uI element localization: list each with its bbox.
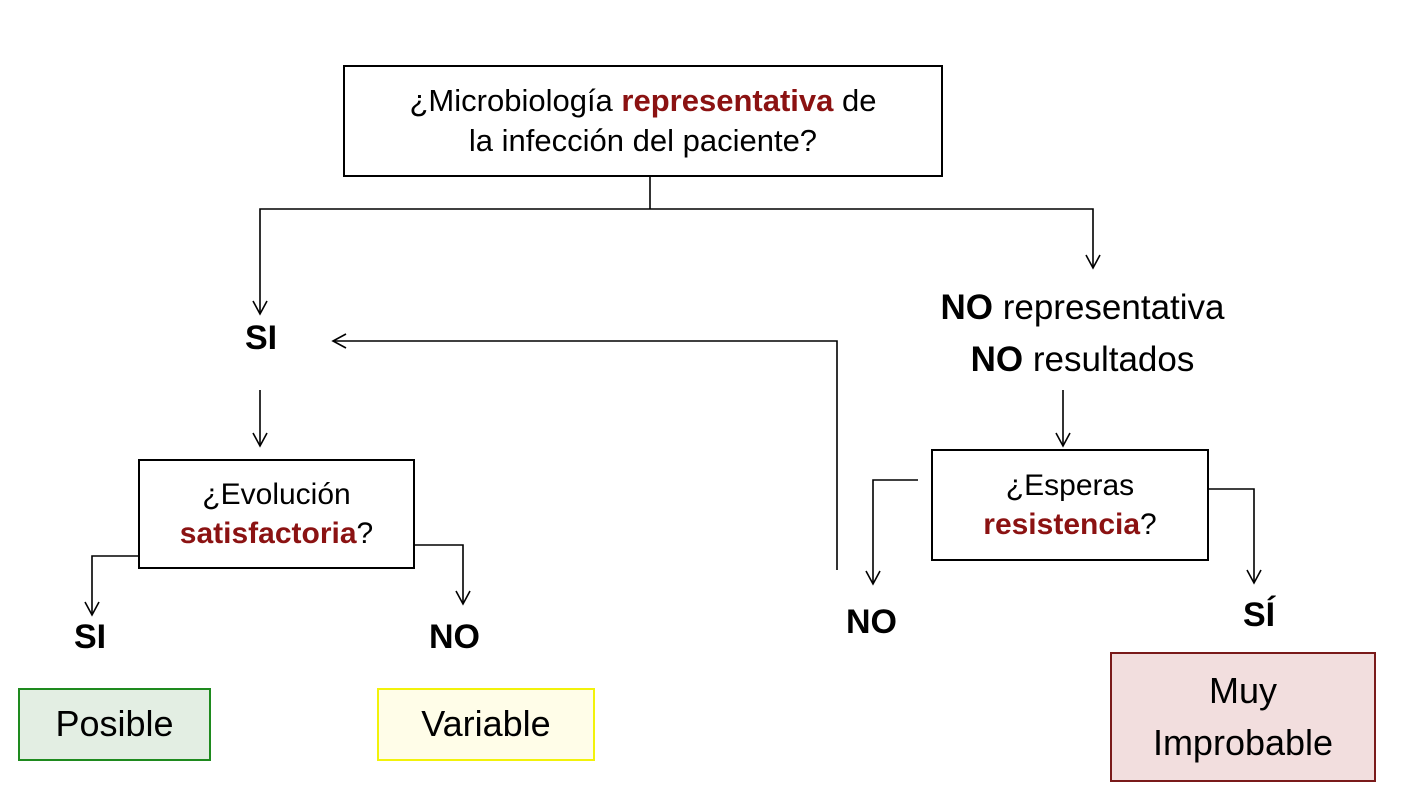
evolucion-emphasis: satisfactoria: [179, 517, 357, 550]
no-repr-bold-1: NO: [940, 287, 993, 327]
label-no-mid: NO: [846, 603, 897, 641]
label-si-main: SI: [245, 319, 278, 357]
esperas-line-2: resistencia?: [983, 505, 1156, 544]
outcome-posible: Posible: [18, 688, 211, 761]
connector-evolucion-to-no: [415, 544, 471, 606]
improbable-line-2: Improbable: [1152, 722, 1334, 763]
outcome-muy-improbable: Muy Improbable: [1110, 652, 1376, 782]
no-repr-line-2: NO resultados: [971, 334, 1195, 387]
node-no-representativa: NO representativa NO resultados: [880, 278, 1285, 390]
connector-root-to-no: [650, 208, 1101, 270]
no-repr-bold-2: NO: [970, 340, 1024, 379]
esperas-emphasis: resistencia: [983, 508, 1141, 541]
root-text-post: de: [833, 82, 877, 118]
label-no-left: NO: [429, 618, 480, 656]
evolucion-post: ?: [356, 517, 374, 550]
no-repr-line-1: NO representativa: [940, 282, 1224, 335]
question-box-evolucion: ¿Evolución satisfactoria?: [138, 459, 415, 569]
root-text-emphasis: representativa: [621, 82, 834, 118]
evolucion-line-1: ¿Evolución: [202, 478, 351, 511]
esperas-post: ?: [1140, 508, 1157, 541]
label-si-left: SI: [74, 618, 107, 656]
connector-root-to-si: [252, 208, 650, 316]
connector-no-back-to-si: [331, 333, 838, 570]
root-line-2: la infección del paciente?: [468, 123, 818, 158]
connector-esperas-to-no: [865, 479, 918, 586]
outcome-variable: Variable: [377, 688, 595, 761]
root-text-pre: ¿Microbiología: [409, 82, 622, 118]
question-box-esperas: ¿Esperas resistencia?: [931, 449, 1209, 561]
connector-evolucion-to-si: [84, 555, 138, 617]
no-repr-text-1: representativa: [992, 287, 1225, 327]
connector-esperas-to-si: [1209, 488, 1262, 585]
esperas-line-1: ¿Esperas: [1005, 469, 1135, 502]
label-si-right: SÍ: [1243, 596, 1276, 634]
no-repr-text-2: resultados: [1023, 340, 1195, 379]
question-box-root: ¿Microbiología representativa de la infe…: [343, 65, 943, 177]
root-line-1: ¿Microbiología representativa de: [410, 81, 877, 121]
improbable-line-1: Muy: [1208, 669, 1277, 711]
evolucion-line-2: satisfactoria?: [180, 514, 373, 553]
